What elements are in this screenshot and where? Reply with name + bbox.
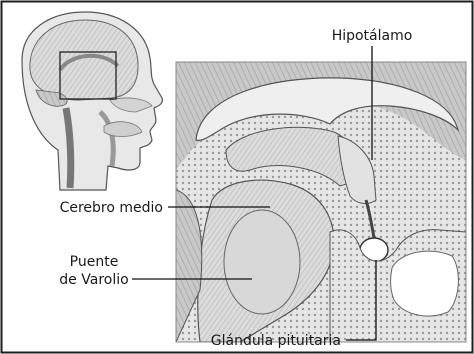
sphenoid-sinus: [391, 251, 459, 316]
pons: [224, 210, 300, 314]
label-midbrain: Cerebro medio: [60, 200, 163, 216]
label-hypothalamus: Hipotálamo: [332, 28, 413, 44]
label-pituitary: Glándula pituitaria: [211, 333, 341, 349]
label-pons-line2: de Varolio: [59, 272, 128, 288]
overview-brain: [30, 20, 138, 100]
label-pons-line1: Puente: [70, 254, 119, 270]
main-section-illustration: [176, 62, 466, 342]
